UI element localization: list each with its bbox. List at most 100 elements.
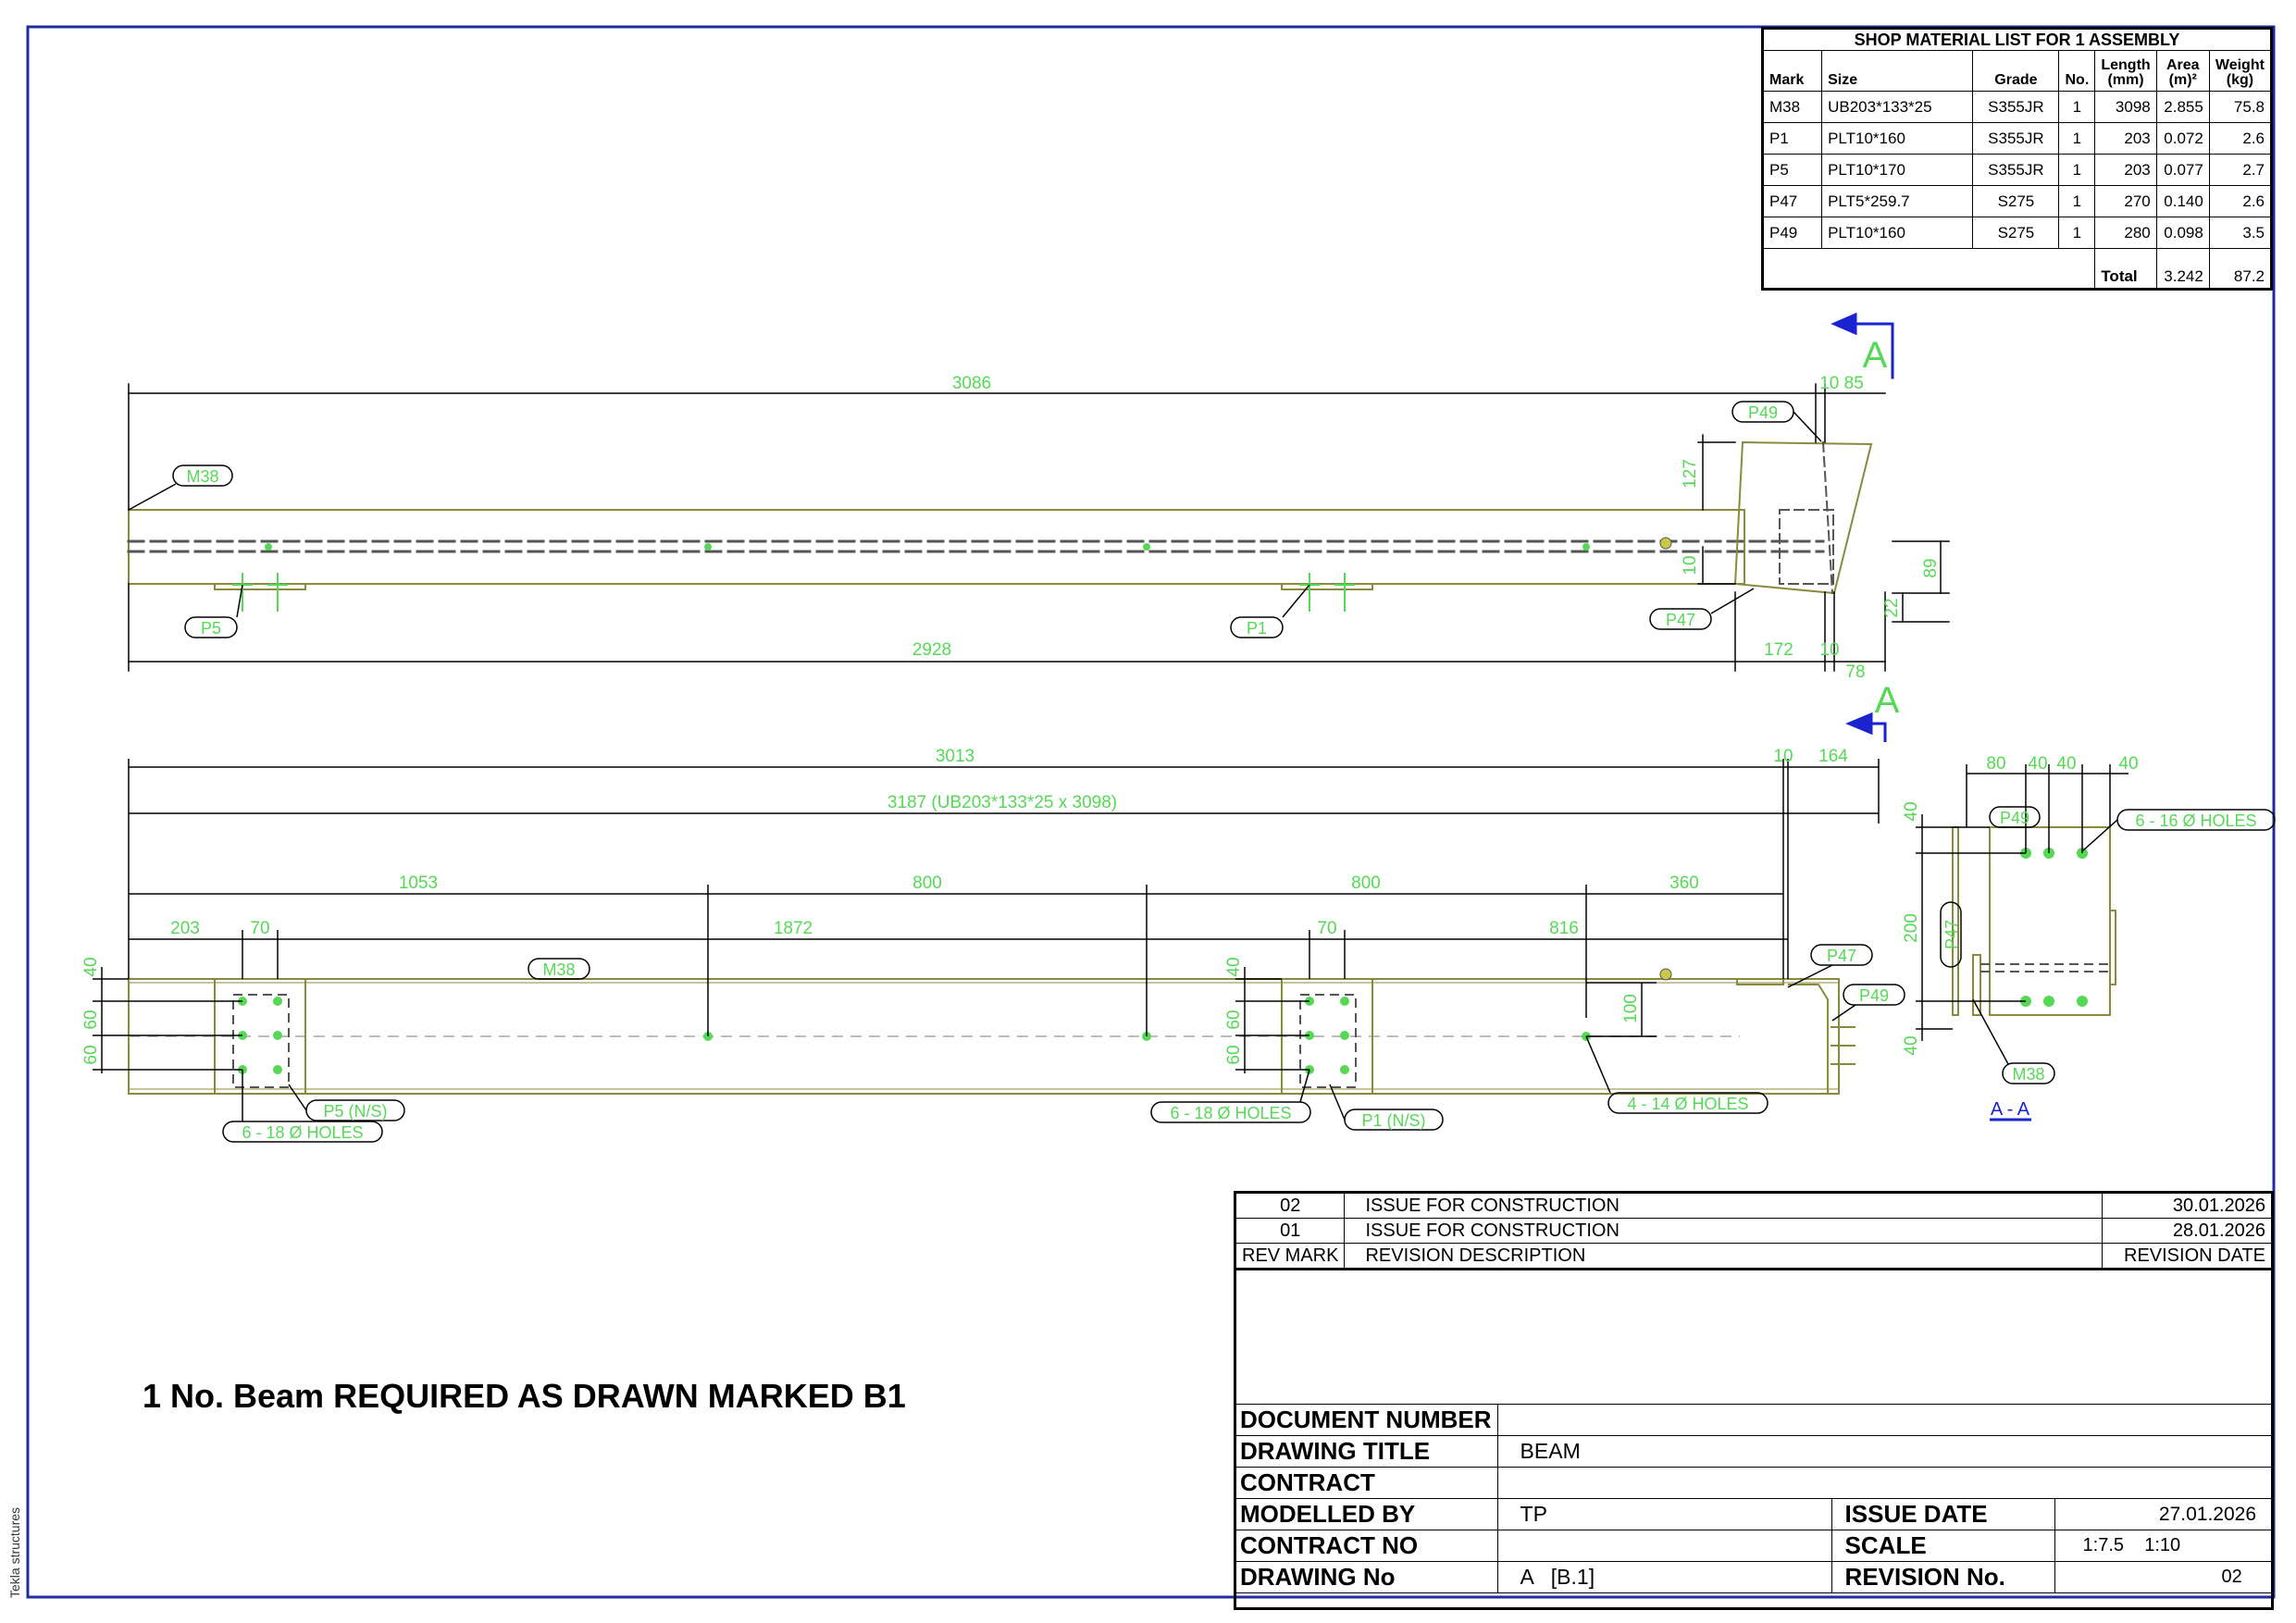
p5-plate-elevation: [214, 583, 306, 590]
bom-cell: 1: [2058, 185, 2096, 217]
contract-no-value: [1496, 1530, 1832, 1562]
bom-cell: 1: [2058, 154, 2096, 186]
dim-200-sec: 200: [1902, 913, 1921, 943]
p1-plate-elevation: [1281, 583, 1373, 590]
dim-3187: 3187 (UB203*133*25 x 3098): [887, 793, 1117, 812]
bom-total-weight: 87.2: [2208, 248, 2273, 290]
dim-10-vert: 10: [1681, 555, 1700, 575]
dim-70-a: 70: [250, 919, 269, 938]
revision-no-value: 02: [2054, 1561, 2274, 1593]
bom-cell: PLT10*160: [1821, 217, 1974, 249]
bom-cell: UB203*133*25: [1821, 91, 1974, 123]
scale-value: 1:7.5 1:10: [2054, 1530, 2274, 1562]
bom-total-label: Total: [2094, 248, 2157, 290]
bom-cell: 0.077: [2155, 154, 2210, 186]
section-arrow-elevation: [1831, 312, 1894, 379]
dim-40-sec-a: 40: [2028, 754, 2047, 774]
plan-view: [93, 712, 1887, 1095]
bom-cell: P1: [1761, 122, 1823, 155]
dim-816: 816: [1549, 919, 1579, 938]
dim-1872: 1872: [774, 919, 813, 938]
drawing-no-value: A [B.1]: [1496, 1561, 1832, 1593]
rev-mark: 01: [1234, 1218, 1346, 1244]
rev-description: ISSUE FOR CONSTRUCTION: [1344, 1192, 2103, 1219]
label-holes-18-a: 6 - 18 Ø HOLES: [242, 1123, 363, 1142]
contract-label: CONTRACT: [1235, 1467, 1498, 1499]
dim-3086: 3086: [952, 374, 991, 393]
bolt-markers-elevation: [232, 543, 1590, 612]
issue-date-value: 27.01.2026: [2054, 1498, 2274, 1530]
rev-header-description: REVISION DESCRIPTION: [1344, 1243, 2103, 1270]
bom-cell: S275: [1972, 185, 2060, 217]
p47-plate-plan: [1736, 978, 1784, 985]
p49-hidden: [1821, 440, 1834, 595]
label-holes-16: 6 - 16 Ø HOLES: [2135, 812, 2256, 830]
beam-elevation-outline: [128, 509, 1745, 585]
label-p49-elev: P49: [1748, 403, 1778, 422]
dim-22: 22: [1882, 598, 1902, 617]
rev-header-date: REVISION DATE: [2102, 1243, 2273, 1270]
weld-symbol: [1659, 537, 1672, 550]
dim-70-b: 70: [1317, 919, 1336, 938]
section-marker-a-elev: A: [1863, 335, 1888, 376]
bom-cell: 2.6: [2208, 122, 2273, 155]
label-holes-18-b: 6 - 18 Ø HOLES: [1170, 1104, 1291, 1122]
elevation-view: [127, 312, 1950, 672]
dim-800-b: 800: [1351, 873, 1381, 893]
issue-date-label: ISSUE DATE: [1831, 1498, 2055, 1530]
bom-cell: 1: [2058, 91, 2096, 123]
dim-127: 127: [1681, 459, 1700, 489]
document-number-label: DOCUMENT NUMBER: [1235, 1404, 1498, 1436]
dim-60-left-a: 60: [81, 1010, 101, 1029]
dimension-texts: 3086 10 85 2928 172 10 78 127 10 89 22 3…: [81, 374, 2139, 1065]
connection-hidden: [1779, 509, 1834, 585]
bom-cell: 2.855: [2155, 91, 2210, 123]
drawing-title-value: BEAM: [1496, 1435, 2274, 1468]
bom-header-weight: Weight (kg): [2208, 50, 2273, 92]
bom-cell: 75.8: [2208, 91, 2273, 123]
bom-cell: P49: [1761, 217, 1823, 249]
bom-cell: PLT10*160: [1821, 122, 1974, 155]
bom-cell: 3.5: [2208, 217, 2273, 249]
holes-section: [2020, 848, 2088, 1007]
revision-no-label: REVISION No.: [1831, 1561, 2055, 1593]
p49-plate-elevation: [1733, 440, 1873, 595]
section-aa-view: [1916, 764, 2128, 1121]
label-p47-elev: P47: [1666, 611, 1695, 629]
dim-40-sec-v1: 40: [1902, 801, 1921, 821]
bom-cell: PLT10*170: [1821, 154, 1974, 186]
revision-table: 02 ISSUE FOR CONSTRUCTION 30.01.2026 01 …: [1234, 1191, 2274, 1270]
dim-203: 203: [170, 919, 200, 938]
label-p49-plan: P49: [1859, 986, 1889, 1005]
bom-cell: P5: [1761, 154, 1823, 186]
drawing-no-label: DRAWING No: [1235, 1561, 1498, 1593]
dim-78: 78: [1845, 663, 1865, 682]
bom-title: SHOP MATERIAL LIST FOR 1 ASSEMBLY: [1762, 28, 2272, 51]
label-p1-ns: P1 (N/S): [1361, 1111, 1425, 1130]
bom-cell: 1: [2058, 217, 2096, 249]
dim-100: 100: [1621, 994, 1641, 1023]
contract-no-label: CONTRACT NO: [1235, 1530, 1498, 1562]
dim-40-left: 40: [81, 957, 101, 976]
dim-360: 360: [1669, 873, 1699, 893]
bom-cell: 0.098: [2155, 217, 2210, 249]
document-number-value: [1496, 1404, 2274, 1436]
sheet-border: [26, 25, 2276, 1599]
section-markers: A A: [1863, 335, 1900, 721]
shop-material-list: SHOP MATERIAL LIST FOR 1 ASSEMBLY Mark S…: [1761, 27, 2273, 291]
bom-cell: 3098: [2094, 91, 2157, 123]
dim-164: 164: [1818, 747, 1848, 766]
label-p47-sec: P47: [1942, 920, 1961, 949]
revision-row: 01 ISSUE FOR CONSTRUCTION 28.01.2026: [1234, 1218, 2273, 1244]
dim-89: 89: [1921, 558, 1941, 577]
p1-plate-plan: [1281, 978, 1373, 1095]
scale-label: SCALE: [1831, 1530, 2055, 1562]
rev-date: 28.01.2026: [2102, 1218, 2273, 1244]
label-p1-elev: P1: [1247, 619, 1267, 638]
bom-cell: S355JR: [1972, 154, 2060, 186]
elevation-dims-lines: [128, 383, 1950, 672]
dim-60-mid-b: 60: [1224, 1045, 1244, 1064]
bom-total-row: Total 3.242 87.2: [1761, 248, 2273, 290]
